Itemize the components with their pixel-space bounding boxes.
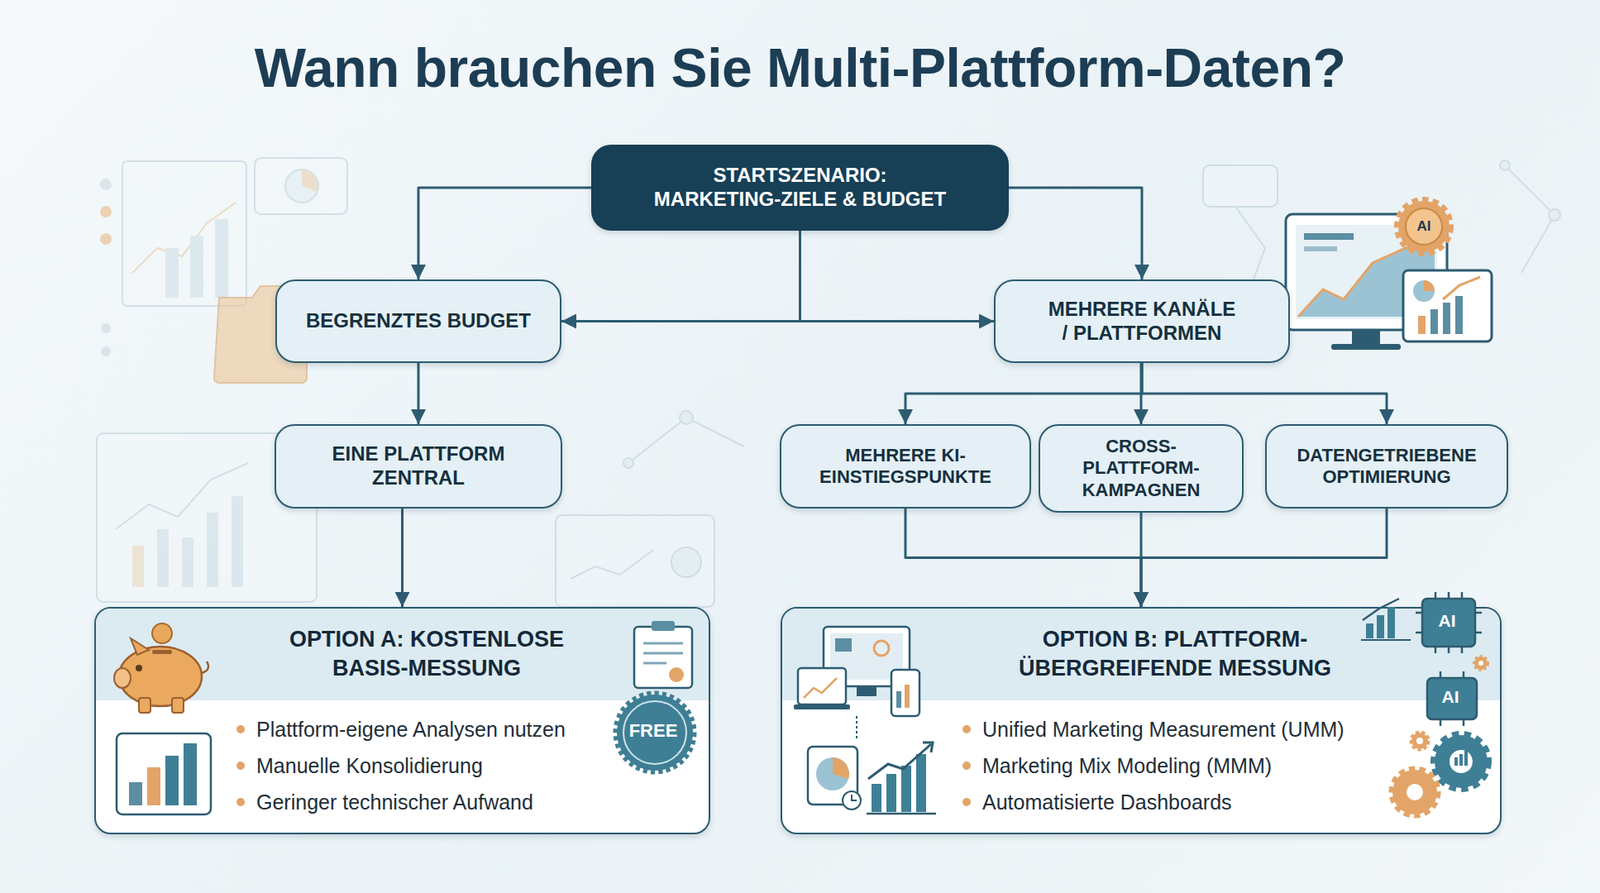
option-panel: OPTION A: KOSTENLOSE BASIS-MESSUNG Plattf… [94, 606, 711, 835]
node-label: EINE PLATTFORM ZENTRAL [287, 442, 550, 491]
bullet-item: Automatisierte Dashboards [962, 783, 1345, 821]
process-box: BEGRENZTES BUDGET [275, 279, 562, 363]
chip-text: AI [1417, 218, 1432, 235]
node-label: DATENGETRIEBENE OPTIMIERUNG [1278, 444, 1495, 489]
process-box: EINE PLATTFORM ZENTRAL [274, 424, 563, 509]
bullet-list: Unified Marketing Measurement (UMM)Marke… [962, 711, 1345, 821]
option-heading: OPTION B: PLATTFORM-ÜBERGREIFENDE MESSUN… [943, 625, 1407, 683]
process-box: DATENGETRIEBENE OPTIMIERUNG [1265, 424, 1509, 509]
bullet-item: Manuelle Konsolidierung [236, 747, 566, 784]
start-box: STARTSZENARIO: MARKETING-ZIELE & BUDGET [591, 144, 1009, 231]
connector-arrow [401, 508, 404, 607]
connector-arrow [1141, 508, 1387, 607]
bullet-item: Unified Marketing Measurement (UMM) [962, 711, 1345, 748]
connector-arrow [561, 230, 801, 322]
connector-arrow [417, 362, 421, 425]
diagram-title: Wann brauchen Sie Multi-Plattform-Daten? [0, 36, 1600, 100]
connector-arrow [905, 508, 1142, 607]
node-label: CROSS- PLATTFORM- KAMPAGNEN [1051, 435, 1231, 502]
option-panel: OPTION B: PLATTFORM-ÜBERGREIFENDE MESSUN… [780, 606, 1502, 835]
bullet-item: Geringer technischer Aufwand [236, 783, 566, 821]
process-box: MEHRERE KANÄLE / PLATTFORMEN [993, 279, 1290, 363]
node-label: MEHRERE KI-EINSTIEGSPUNKTE [792, 444, 1018, 489]
process-box: CROSS- PLATTFORM- KAMPAGNEN [1038, 424, 1244, 513]
node-label: BEGRENZTES BUDGET [305, 309, 531, 334]
node-label: MEHRERE KANÄLE / PLATTFORMEN [1007, 297, 1277, 346]
connector-arrow [905, 362, 1142, 425]
bullet-item: Plattform-eigene Analysen nutzen [236, 711, 566, 748]
option-heading: OPTION A: KOSTENLOSE BASIS-MESSUNG [211, 625, 642, 683]
connector-arrow [1008, 187, 1142, 280]
connector-arrow [1141, 362, 1387, 425]
connector-arrow [418, 187, 592, 280]
bullet-item: Marketing Mix Modeling (MMM) [962, 747, 1345, 784]
node-label: STARTSZENARIO: MARKETING-ZIELE & BUDGET [604, 163, 996, 212]
process-box: MEHRERE KI-EINSTIEGSPUNKTE [779, 424, 1032, 509]
bullet-list: Plattform-eigene Analysen nutzenManuelle… [236, 711, 566, 821]
connector-arrow [800, 230, 995, 322]
